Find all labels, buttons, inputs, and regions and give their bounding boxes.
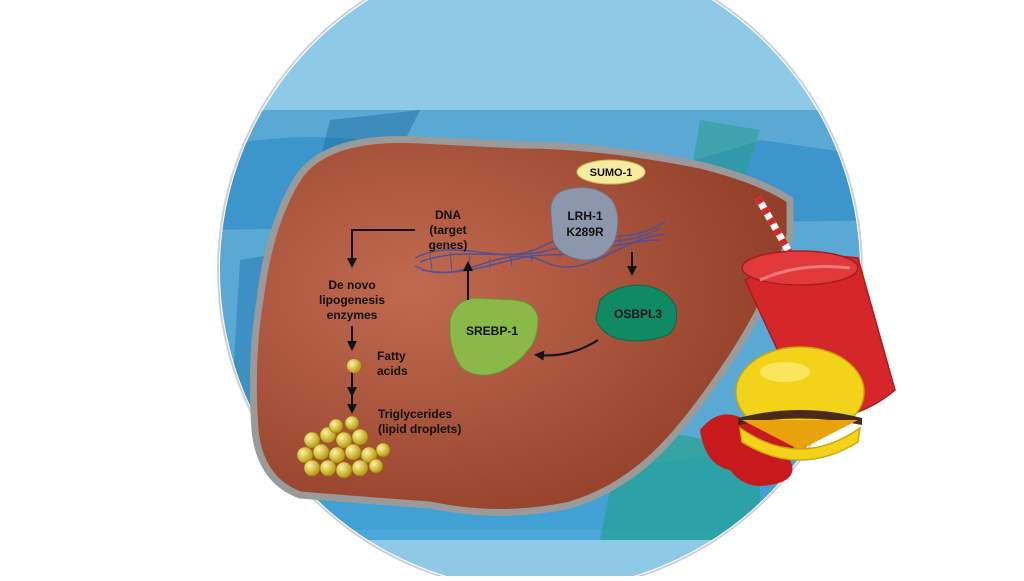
pathway-arrows xyxy=(347,229,637,414)
sumo1-label: SUMO-1 xyxy=(590,167,633,179)
sumo1-badge: SUMO-1 xyxy=(576,159,646,185)
denovo-line2: lipogenesis xyxy=(319,293,385,307)
triglycerides-line2: (lipid droplets) xyxy=(378,422,461,436)
denovo-line3: enzymes xyxy=(327,308,378,322)
lipid-droplets-icon xyxy=(296,415,391,479)
triglycerides-label: Triglycerides (lipid droplets) xyxy=(378,407,461,436)
dna-label-line3: genes) xyxy=(429,238,468,252)
denovo-lipogenesis-label: De novo lipogenesis enzymes xyxy=(319,278,385,322)
arrow-dna-to-denovo xyxy=(347,229,415,268)
lrh1-label-line2: K289R xyxy=(566,225,604,239)
lrh1-protein: LRH-1 K289R xyxy=(550,187,619,261)
srebp1-label: SREBP-1 xyxy=(466,324,518,338)
triglycerides-line1: Triglycerides xyxy=(378,407,452,421)
fatty-acid-icon xyxy=(347,359,361,373)
fatty-acids-group: Fatty acids xyxy=(347,349,408,378)
dna-label-line1: DNA xyxy=(435,208,461,222)
fatty-acids-line2: acids xyxy=(377,364,408,378)
osbpl3-protein: OSBPL3 xyxy=(595,284,677,342)
denovo-line1: De novo xyxy=(328,278,375,292)
burger-icon xyxy=(735,346,865,461)
lrh1-label-line1: LRH-1 xyxy=(567,209,603,223)
arrow-osbpl3-to-srebp xyxy=(534,339,599,361)
osbpl3-label: OSBPL3 xyxy=(614,307,662,321)
dna-label-group: DNA (target genes) xyxy=(429,208,468,252)
dna-label-line2: (target xyxy=(429,223,466,237)
dna-helix xyxy=(414,221,666,274)
srebp1-protein: SREBP-1 xyxy=(449,297,539,376)
fatty-acids-line1: Fatty xyxy=(377,349,406,363)
